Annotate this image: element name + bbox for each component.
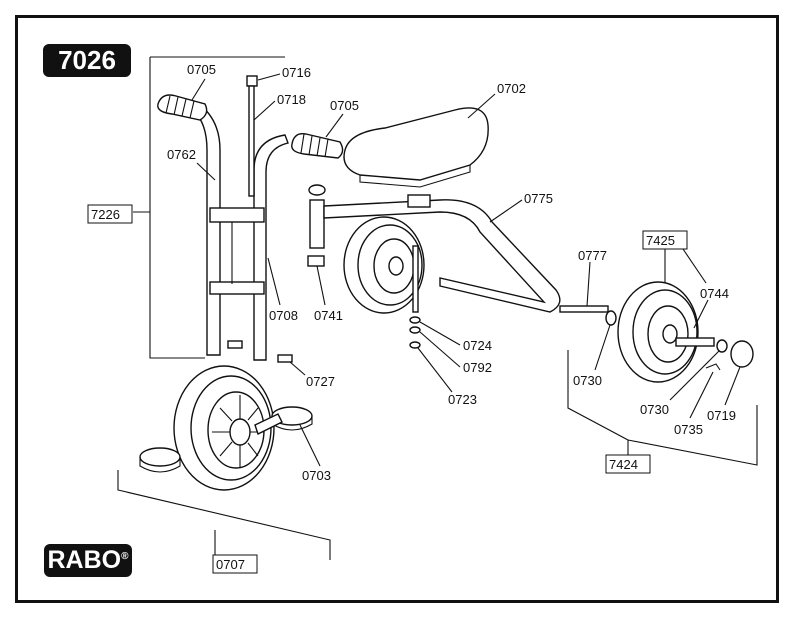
- assembly-label-7425: 7425: [646, 233, 675, 248]
- bracket-0707: [117, 470, 331, 560]
- label-0730-left: 0730: [573, 373, 602, 388]
- label-0727: 0727: [306, 374, 335, 389]
- assembly-labels: 7226 7425 7424 0707: [87, 204, 688, 574]
- label-0716: 0716: [282, 65, 311, 80]
- bracket-7226: [133, 56, 285, 359]
- bracket-7425: [664, 248, 707, 284]
- label-0719: 0719: [707, 408, 736, 423]
- label-0724: 0724: [463, 338, 492, 353]
- main-frame: [307, 184, 561, 313]
- label-0705-left: 0705: [187, 62, 216, 77]
- label-0775: 0775: [524, 191, 553, 206]
- part-labels: 0705 0716 0718 0705 0702 0762 0775 0777 …: [167, 62, 736, 483]
- stem-bolt: [246, 75, 258, 197]
- assembly-label-7424: 7424: [609, 457, 638, 472]
- label-0723: 0723: [448, 392, 477, 407]
- leader-lines: [191, 73, 741, 467]
- brand-name: RABO: [47, 546, 122, 574]
- label-0744: 0744: [700, 286, 729, 301]
- bracket-7424: [567, 350, 758, 466]
- fork-screws: [227, 340, 293, 363]
- label-0762: 0762: [167, 147, 196, 162]
- model-number-badge: 7026: [43, 44, 131, 77]
- seat: [343, 107, 489, 188]
- brand-mark: ®: [121, 551, 129, 562]
- label-0792: 0792: [463, 360, 492, 375]
- assembly-label-0707: 0707: [216, 557, 245, 572]
- rear-wheel-right: [617, 281, 754, 383]
- handle-grip-right: [291, 133, 344, 159]
- pedal-left: [139, 447, 181, 473]
- label-0703: 0703: [302, 468, 331, 483]
- label-0735: 0735: [674, 422, 703, 437]
- label-0708: 0708: [269, 308, 298, 323]
- label-0702: 0702: [497, 81, 526, 96]
- label-0777: 0777: [578, 248, 607, 263]
- rear-axle: [559, 305, 617, 326]
- handle-grip-left: [157, 94, 208, 121]
- label-0718: 0718: [277, 92, 306, 107]
- brand-logo: RABO®: [44, 544, 132, 577]
- label-0741: 0741: [314, 308, 343, 323]
- pedal-right: [254, 406, 313, 435]
- label-0705-right: 0705: [330, 98, 359, 113]
- front-fork: [188, 101, 289, 361]
- assembly-label-7226: 7226: [91, 207, 120, 222]
- washers-and-bolt: [409, 245, 421, 349]
- diagram-frame: [15, 15, 779, 603]
- rear-wheel-left: [343, 216, 425, 314]
- front-wheel: [173, 365, 275, 491]
- label-0730-right: 0730: [640, 402, 669, 417]
